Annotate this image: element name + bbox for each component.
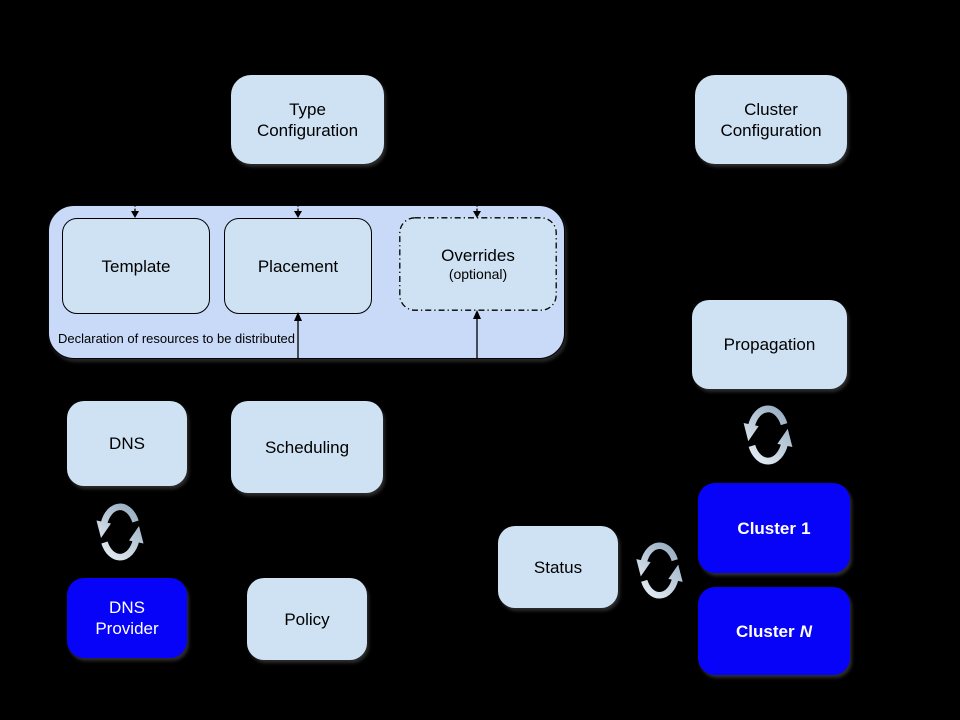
node-sublabel: (optional) [448, 266, 508, 282]
node-label: Scheduling [264, 437, 350, 457]
node-template: Template [62, 218, 210, 314]
cluster-label-prefix: Cluster [736, 621, 795, 641]
node-label-line: Configuration [256, 120, 359, 140]
group-caption: Declaration of resources to be distribut… [58, 331, 296, 346]
sync-icon [743, 405, 793, 465]
node-policy: Policy [247, 578, 367, 660]
node-label: Placement [257, 256, 339, 276]
dashed-arrow-to-template [131, 204, 139, 218]
node-scheduling: Scheduling [231, 401, 383, 493]
sync-icon [636, 542, 683, 599]
node-label: DNS [109, 434, 145, 453]
node-dns: DNS [67, 401, 187, 486]
node-label-line: Cluster [744, 99, 798, 119]
up-arrow-to-placement [294, 312, 302, 359]
node-placement: Placement [224, 218, 372, 314]
node-status: Status [498, 526, 618, 608]
node-label-line: Type [289, 99, 326, 119]
node-propagation: Propagation [692, 300, 847, 389]
node-type-configuration: Type Configuration [231, 75, 384, 164]
node-label: Policy [284, 609, 330, 629]
dashed-arrow-to-placement [294, 204, 302, 218]
node-label: Overrides [441, 246, 515, 265]
cluster-label-suffix: N [799, 621, 812, 641]
node-label-line: Configuration [720, 120, 822, 140]
node-label-line: DNS [109, 598, 145, 617]
node-label: Template [101, 256, 171, 276]
node-overrides: Overrides (optional) [399, 217, 557, 311]
cluster-label-prefix: Cluster [737, 518, 796, 538]
node-label: Propagation [723, 335, 816, 354]
cluster-label-suffix: 1 [801, 518, 811, 538]
node-dns-provider: DNS Provider [67, 578, 187, 658]
node-cluster-configuration: Cluster Configuration [695, 75, 847, 164]
sync-icon [96, 503, 144, 561]
up-arrow-to-overrides [473, 310, 481, 359]
dashed-arrow-to-overrides [473, 204, 481, 218]
node-label-line: Provider [95, 619, 159, 638]
node-label: Status [533, 557, 583, 577]
